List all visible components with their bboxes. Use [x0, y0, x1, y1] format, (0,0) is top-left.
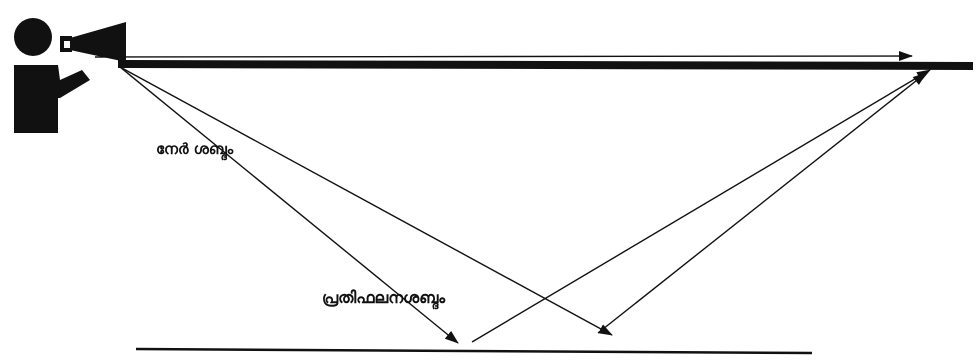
person-silhouette-icon: [14, 18, 90, 133]
ray-up-1: [472, 70, 930, 342]
ground-line: [136, 349, 812, 353]
megaphone-icon: [60, 22, 126, 62]
top-surface-line: [118, 64, 973, 66]
reflected-sound-label: പ്രതിഫലനശബ്ദം: [322, 288, 445, 308]
direct-sound-label: നേർ ശബ്ദം: [156, 140, 233, 158]
direct-sound-arrow: [95, 56, 912, 57]
ray-up-2: [598, 73, 926, 333]
